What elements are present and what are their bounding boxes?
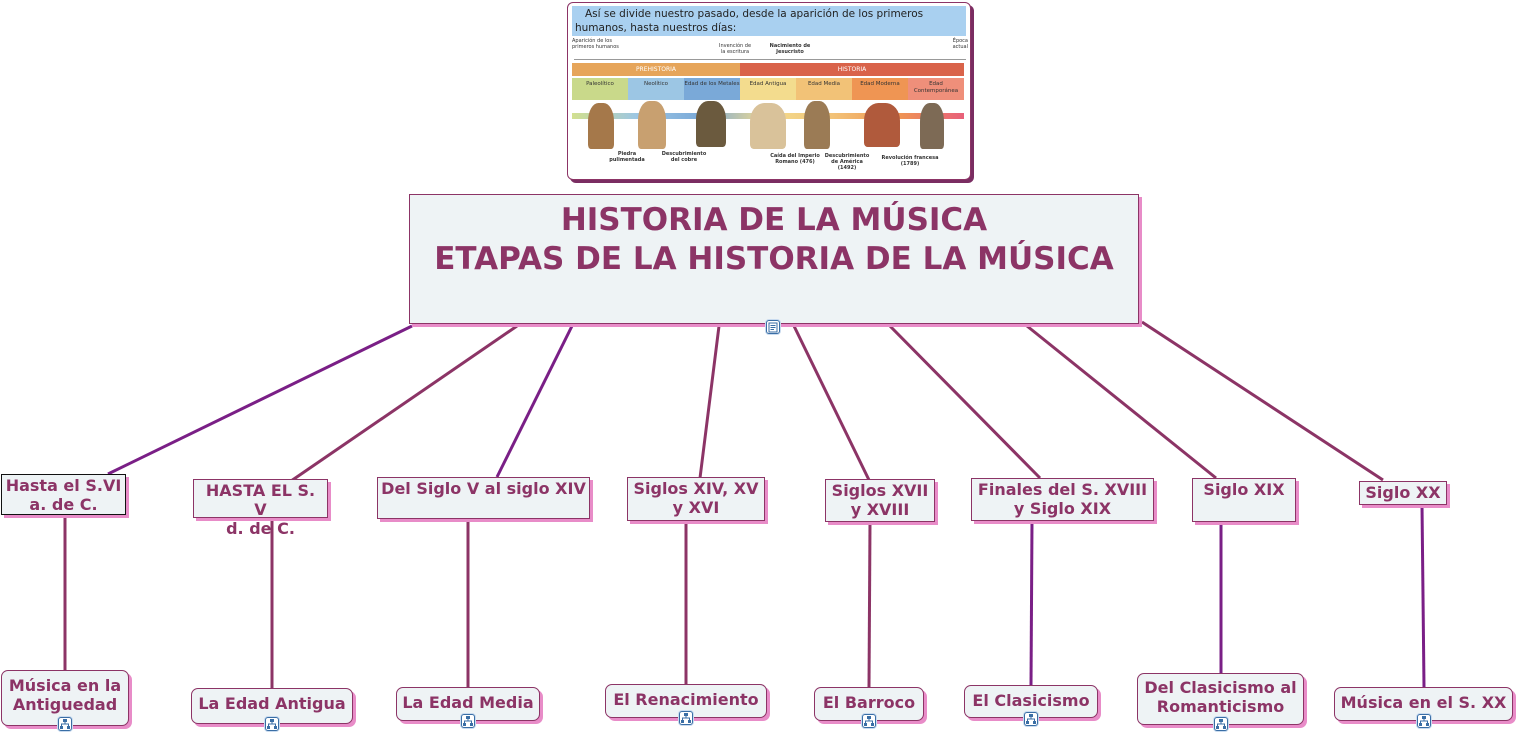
figure-moderna	[864, 103, 900, 147]
topic-label-line1: El Barroco	[822, 693, 916, 712]
topic-renacimiento[interactable]: El Renacimiento	[605, 684, 767, 718]
era-antigua: Edad Antigua	[740, 78, 796, 100]
figure-paleolitico	[588, 103, 614, 149]
figure-neolitico	[638, 101, 666, 149]
stage-hasta-s5-dc[interactable]: HASTA EL S. V d. de C.	[193, 479, 328, 538]
era-paleolitico: Paleolítico	[572, 78, 628, 100]
subdiagram-link-icon[interactable]	[265, 717, 279, 731]
label-aparicion: Aparición de los primeros humanos	[572, 38, 619, 50]
figure-contemporanea	[920, 103, 944, 149]
topic-label-line2: Antiguedad	[12, 695, 118, 714]
stage-label-line1: Siglo XX	[1365, 483, 1441, 502]
band-historia: HISTORIA	[740, 63, 964, 76]
subdiagram-link-icon[interactable]	[461, 714, 475, 728]
era-moderna: Edad Moderna	[852, 78, 908, 100]
figure-antigua	[750, 103, 786, 149]
stage-label-line2: a. de C.	[29, 495, 98, 514]
era-contemporanea: Edad Contemporánea	[908, 78, 964, 100]
figure-metales	[696, 101, 726, 147]
subdiagram-link-icon[interactable]	[58, 717, 72, 731]
stage-hasta-s6-ac[interactable]: Hasta el S.VI a. de C.	[1, 474, 126, 515]
stage-siglos-xvii-xviii[interactable]: Siglos XVII y XVIII	[825, 479, 935, 522]
subdiagram-link-icon[interactable]	[1214, 717, 1228, 731]
era-neolitico: Neolítico	[628, 78, 684, 100]
event-revolucion: Revolución francesa (1789)	[881, 155, 939, 167]
event-america: Descubrimiento de América (1492)	[824, 153, 870, 171]
topic-label-line1: La Edad Antigua	[198, 694, 346, 713]
stage-siglo-xix[interactable]: Siglo XIX	[1192, 478, 1296, 522]
stage-label-line1: Finales del S. XVIII	[977, 480, 1148, 499]
stage-label-line2: y XVIII	[850, 500, 910, 519]
timeline-caption: Así se divide nuestro pasado, desde la a…	[572, 6, 966, 36]
label-nacimiento: Nacimiento de Jesucristo	[769, 43, 811, 55]
main-title: HISTORIA DE LA MÚSICA	[560, 202, 988, 238]
stage-label-line2: d. de C.	[226, 519, 295, 538]
figure-media	[804, 101, 830, 149]
topic-label-line1: El Renacimiento	[613, 690, 759, 709]
main-topic[interactable]: HISTORIA DE LA MÚSICA ETAPAS DE LA HISTO…	[409, 194, 1139, 324]
subdiagram-link-icon[interactable]	[1417, 714, 1431, 728]
era-media: Edad Media	[796, 78, 852, 100]
stage-label-line2: y Siglo XIX	[1013, 499, 1112, 518]
stage-finales-xviii-xix[interactable]: Finales del S. XVIII y Siglo XIX	[971, 478, 1154, 521]
stage-siglo-xx[interactable]: Siglo XX	[1359, 481, 1447, 505]
topic-label-line1: La Edad Media	[402, 693, 534, 712]
era-metales: Edad de los Metales	[684, 78, 740, 100]
subdiagram-link-icon[interactable]	[862, 714, 876, 728]
event-caida: Caída del Imperio Romano (476)	[770, 153, 820, 165]
stage-label-line1: Siglos XVII	[831, 481, 929, 500]
timeline-axis	[574, 59, 966, 60]
stage-label-line1: Siglos XIV, XV	[633, 479, 759, 498]
stage-label-line1: Siglo XIX	[1203, 480, 1285, 499]
event-piedra: Piedra pulimentada	[609, 151, 645, 163]
timeline-image: Así se divide nuestro pasado, desde la a…	[567, 2, 971, 180]
topic-label-line1: El Clasicismo	[972, 691, 1090, 710]
subdiagram-link-icon[interactable]	[1024, 712, 1038, 726]
main-subtitle: ETAPAS DE LA HISTORIA DE LA MÚSICA	[434, 241, 1114, 277]
stage-label-line1: HASTA EL S. V	[205, 481, 316, 519]
label-invencion: Invención de la escritura	[718, 43, 752, 55]
topic-label-line2: Romanticismo	[1156, 697, 1285, 716]
topic-musica-antiguedad[interactable]: Música en la Antiguedad	[1, 670, 129, 726]
stage-siglos-xiv-xvi[interactable]: Siglos XIV, XV y XVI	[627, 477, 765, 521]
label-epoca: Época actual	[952, 38, 968, 50]
topic-clasicismo-romanticismo[interactable]: Del Clasicismo al Romanticismo	[1137, 673, 1304, 725]
topic-label-line1: Del Clasicismo al	[1144, 678, 1297, 697]
topic-label-line1: Música en el S. XX	[1340, 693, 1507, 712]
stage-siglo-v-xiv[interactable]: Del Siglo V al siglo XIV	[377, 477, 590, 519]
event-cobre: Descubrimiento del cobre	[661, 151, 707, 163]
band-prehistoria: PREHISTORIA	[572, 63, 740, 76]
topic-label-line1: Música en la	[8, 676, 122, 695]
notes-icon[interactable]	[766, 320, 780, 334]
stage-label-line2: y XVI	[672, 498, 720, 517]
subdiagram-link-icon[interactable]	[679, 711, 693, 725]
stage-label-line1: Del Siglo V al siglo XIV	[381, 479, 586, 498]
stage-label-line1: Hasta el S.VI	[5, 476, 122, 495]
